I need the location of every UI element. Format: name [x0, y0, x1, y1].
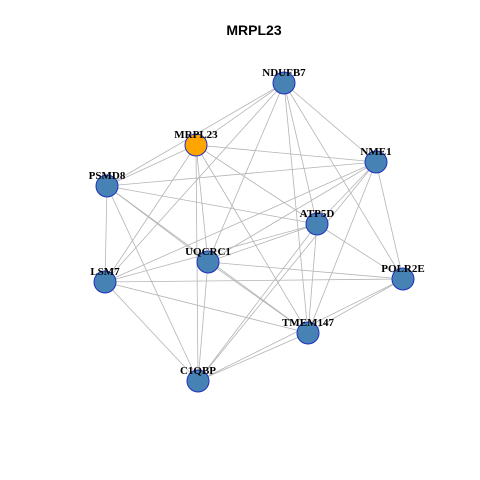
edge-nme1-c1qbp — [197, 161, 377, 382]
node-uqcrc1: UQCRC1 — [185, 246, 231, 274]
edge-nme1-atp5d — [316, 161, 377, 225]
node-c1qbp: C1QBP — [180, 365, 216, 393]
node-label: TMEM147 — [282, 317, 334, 329]
edge-nme1-lsm7 — [104, 161, 377, 283]
edge-ndufb7-nme1 — [283, 82, 377, 163]
edge-nme1-uqcrc1 — [207, 161, 377, 263]
node-label: MRPL23 — [174, 129, 218, 141]
node-label: POLR2E — [381, 263, 424, 275]
node-mrpl23: MRPL23 — [174, 129, 218, 157]
edge-ndufb7-tmem147 — [283, 82, 309, 334]
edge-lsm7-polr2e — [104, 278, 404, 283]
edge-tmem147-c1qbp — [197, 332, 309, 382]
node-label: NDUFB7 — [262, 67, 306, 79]
node-label: C1QBP — [180, 365, 216, 377]
edge-psmd8-lsm7 — [104, 185, 108, 283]
edge-atp5d-tmem147 — [307, 223, 318, 334]
edge-mrpl23-atp5d — [195, 144, 318, 225]
edge-lsm7-c1qbp — [104, 281, 199, 382]
node-circle — [196, 250, 220, 274]
edge-lsm7-tmem147 — [104, 281, 309, 334]
edge-ndufb7-mrpl23 — [195, 82, 285, 146]
node-circle — [305, 212, 329, 236]
node-lsm7: LSM7 — [90, 266, 120, 294]
edge-polr2e-tmem147 — [307, 278, 404, 334]
edge-ndufb7-uqcrc1 — [207, 82, 285, 263]
node-circle — [93, 270, 117, 294]
edge-mrpl23-nme1 — [195, 144, 377, 163]
node-circle — [296, 321, 320, 345]
node-circle — [186, 369, 210, 393]
node-circle — [184, 133, 208, 157]
node-tmem147: TMEM147 — [282, 317, 334, 345]
edge-mrpl23-psmd8 — [106, 144, 197, 187]
node-polr2e: POLR2E — [381, 263, 425, 291]
edge-nme1-polr2e — [375, 161, 404, 280]
edge-mrpl23-lsm7 — [104, 144, 197, 283]
edge-uqcrc1-polr2e — [207, 261, 404, 280]
diagram-title: MRPL23 — [226, 22, 281, 38]
edge-ndufb7-lsm7 — [104, 82, 285, 283]
node-circle — [95, 174, 119, 198]
node-psmd8: PSMD8 — [89, 170, 126, 198]
edge-layer — [104, 82, 404, 382]
edge-atp5d-c1qbp — [197, 223, 318, 382]
node-label: ATP5D — [300, 208, 335, 220]
node-circle — [391, 267, 415, 291]
node-circle — [364, 150, 388, 174]
edge-psmd8-c1qbp — [106, 185, 199, 382]
node-label: LSM7 — [90, 266, 120, 278]
node-ndufb7: NDUFB7 — [262, 67, 306, 95]
edge-uqcrc1-c1qbp — [197, 261, 209, 382]
edge-psmd8-atp5d — [106, 185, 318, 225]
edge-atp5d-polr2e — [316, 223, 404, 280]
node-label: NME1 — [360, 146, 391, 158]
edge-nme1-psmd8 — [106, 161, 377, 187]
node-label: PSMD8 — [89, 170, 126, 182]
node-atp5d: ATP5D — [300, 208, 335, 236]
edge-nme1-tmem147 — [307, 161, 377, 334]
node-label: UQCRC1 — [185, 246, 231, 258]
edge-uqcrc1-tmem147 — [207, 261, 309, 334]
edge-atp5d-uqcrc1 — [207, 223, 318, 263]
node-circle — [272, 71, 296, 95]
node-nme1: NME1 — [360, 146, 392, 174]
